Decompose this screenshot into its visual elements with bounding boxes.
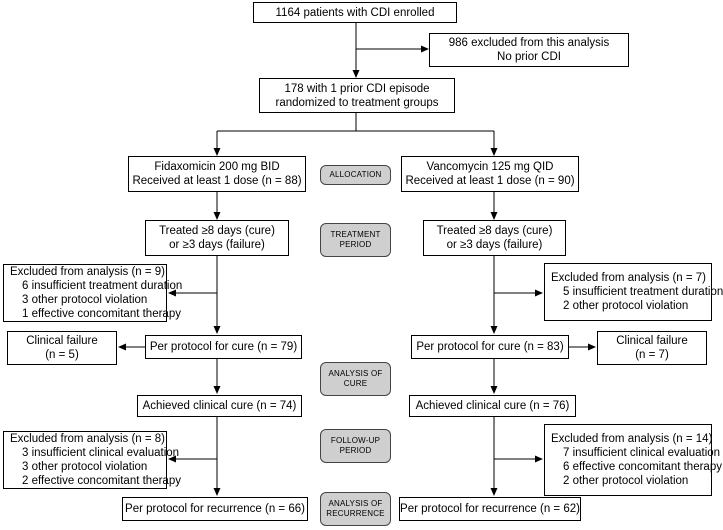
excluded-top-line2: No prior CDI [497,51,561,63]
left-treated-line2: or ≥3 days (failure) [169,239,265,251]
left-clinical-failure-box: Clinical failure (n = 5) [7,331,117,365]
left-per-protocol-cure-text: Per protocol for cure (n = 79) [149,341,298,353]
randomized-box: 178 with 1 prior CDI episode randomized … [259,78,455,113]
right-achieved-cure-text: Achieved clinical cure (n = 76) [415,400,570,412]
right-arm-line2: Received at least 1 dose (n = 90) [405,175,575,187]
right-treated-line2: or ≥3 days (failure) [446,239,543,251]
enrolled-text: 1164 patients with CDI enrolled [275,6,435,19]
left-failure-line2: (n = 5) [45,349,79,361]
left-failure-line1: Clinical failure [26,335,98,347]
left-excluded2-item: 2 effective concomitant therapy [22,475,181,487]
right-excluded1-title: Excluded from analysis (n = 7) [551,272,706,284]
right-treated-box: Treated ≥8 days (cure) or ≥3 days (failu… [423,220,566,256]
right-clinical-failure-box: Clinical failure (n = 7) [597,331,707,365]
stage-treatment-period: TREATMENT PERIOD [320,223,391,257]
right-arm-line1: Vancomycin 125 mg QID [426,161,554,173]
stage-recurrence-line2: RECURRENCE [326,509,385,518]
stage-allocation: ALLOCATION [320,165,391,185]
left-treated-line1: Treated ≥8 days (cure) [159,225,275,237]
stage-allocation-line1: ALLOCATION [329,170,382,179]
right-achieved-cure-box: Achieved clinical cure (n = 76) [409,395,576,417]
stage-analysis-of-cure: ANALYSIS OF CURE [320,362,391,396]
stage-treatment-line2: PERIOD [339,240,372,249]
right-excluded2-item: 6 effective concomitant therapy [563,461,722,473]
stage-cure-line2: CURE [343,379,368,388]
right-excluded1-item: 5 insufficient treatment duration [563,286,723,298]
left-per-protocol-recurrence-text: Per protocol for recurrence (n = 66) [125,503,305,515]
left-excluded1-item: 1 effective concomitant therapy [22,308,181,320]
right-failure-line1: Clinical failure [616,335,688,347]
stage-cure-line1: ANALYSIS OF [328,369,383,378]
randomized-line1: 178 with 1 prior CDI episode [284,82,430,95]
left-achieved-cure-box: Achieved clinical cure (n = 74) [137,395,302,417]
left-excluded2-item: 3 other protocol violation [22,461,148,473]
left-arm-line1: Fidaxomicin 200 mg BID [154,161,280,173]
left-excluded1-item: 6 insufficient treatment duration [22,280,183,292]
left-excluded1-box: Excluded from analysis (n = 9) 6 insuffi… [3,264,182,322]
right-excluded1-box: Excluded from analysis (n = 7) 5 insuffi… [544,263,723,321]
right-excluded1-item: 2 other protocol violation [563,300,689,312]
right-per-protocol-recurrence-box: Per protocol for recurrence (n = 62) [399,497,581,521]
left-excluded1-title: Excluded from analysis (n = 9) [10,266,165,278]
excluded-no-prior-cdi-box: 986 excluded from this analysis No prior… [429,33,629,67]
left-excluded2-item: 3 insufficient clinical evaluation [22,447,180,459]
right-excluded2-item: 2 other protocol violation [563,475,689,487]
left-arm-line2: Received at least 1 dose (n = 88) [132,175,302,187]
right-per-protocol-cure-text: Per protocol for cure (n = 83) [416,341,564,353]
stage-recurrence-line1: ANALYSIS OF [328,499,383,508]
left-per-protocol-recurrence-box: Per protocol for recurrence (n = 66) [122,497,308,521]
stage-treatment-line1: TREATMENT [330,230,381,239]
left-excluded2-title: Excluded from analysis (n = 8) [10,433,165,445]
right-excluded2-item: 7 insufficient clinical evaluation [563,447,721,459]
stage-followup-line2: PERIOD [339,446,372,455]
stage-follow-up-period: FOLLOW-UP PERIOD [320,429,391,463]
randomized-line2: randomized to treatment groups [275,96,439,109]
right-treated-line1: Treated ≥8 days (cure) [436,225,553,237]
right-failure-line2: (n = 7) [635,349,669,361]
stage-followup-line1: FOLLOW-UP [330,436,381,445]
enrolled-box: 1164 patients with CDI enrolled [253,2,457,23]
right-per-protocol-cure-box: Per protocol for cure (n = 83) [411,335,569,359]
left-excluded2-box: Excluded from analysis (n = 8) 3 insuffi… [3,431,181,489]
right-excluded2-title: Excluded from analysis (n = 14) [551,433,713,445]
right-per-protocol-recurrence-text: Per protocol for recurrence (n = 62) [400,503,580,515]
left-arm-box: Fidaxomicin 200 mg BID Received at least… [128,156,306,192]
left-achieved-cure-text: Achieved clinical cure (n = 74) [142,400,297,412]
left-per-protocol-cure-box: Per protocol for cure (n = 79) [145,335,302,359]
excluded-top-line1: 986 excluded from this analysis [448,37,610,49]
left-excluded1-item: 3 other protocol violation [22,294,148,306]
right-excluded2-box: Excluded from analysis (n = 14) 7 insuff… [544,424,722,496]
right-arm-box: Vancomycin 125 mg QID Received at least … [401,156,579,192]
stage-analysis-of-recurrence: ANALYSIS OF RECURRENCE [320,492,391,526]
left-treated-box: Treated ≥8 days (cure) or ≥3 days (failu… [145,220,289,256]
